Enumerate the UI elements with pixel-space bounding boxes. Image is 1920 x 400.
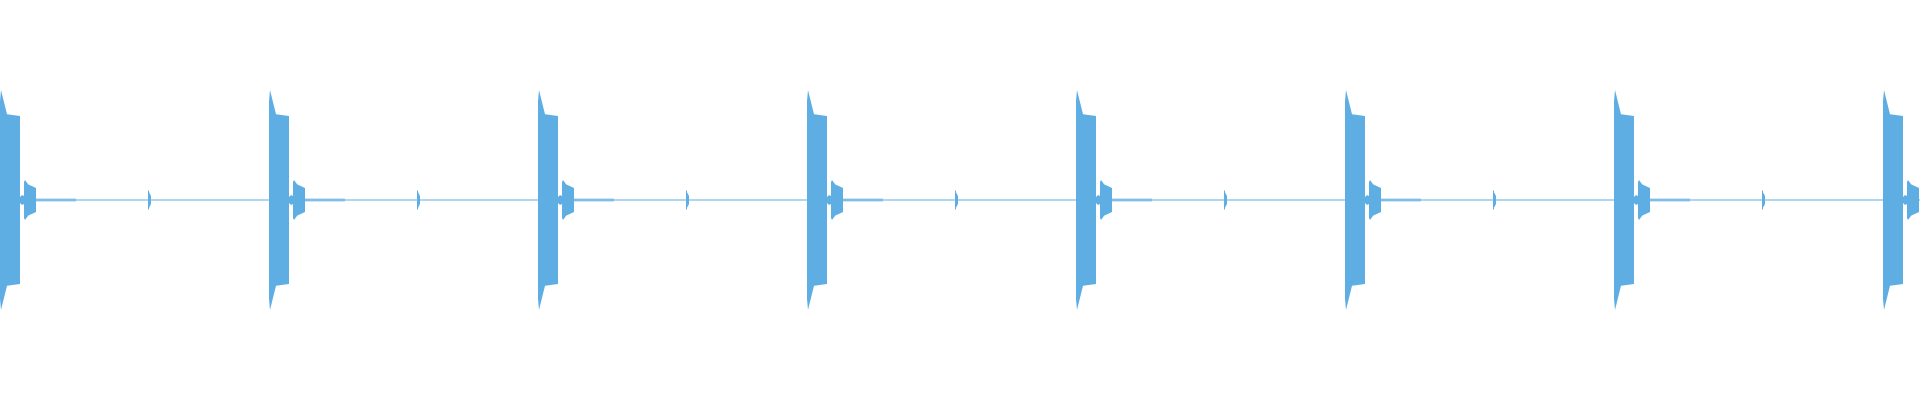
waveform-tail <box>24 180 36 220</box>
waveform-hit <box>1076 90 1096 310</box>
waveform-tail <box>562 180 574 220</box>
waveform-hit <box>1345 90 1365 310</box>
waveform-noise <box>1650 198 1690 202</box>
waveform-tail <box>1907 180 1919 220</box>
waveform-hit <box>1883 90 1903 310</box>
waveform-noise <box>843 198 883 202</box>
waveform-tick <box>1493 190 1496 210</box>
waveform-noise <box>36 198 76 202</box>
waveform-tick <box>148 190 151 210</box>
waveform-tail <box>1100 180 1112 220</box>
waveform-hit <box>1614 90 1634 310</box>
waveform-tick <box>955 190 958 210</box>
waveform-noise <box>305 198 345 202</box>
waveform-noise <box>1112 198 1152 202</box>
waveform-noise <box>1381 198 1421 202</box>
waveform-tail <box>1638 180 1650 220</box>
waveform-tick <box>1224 190 1227 210</box>
waveform-tick <box>1762 190 1765 210</box>
waveform-hit <box>538 90 558 310</box>
waveform-bursts <box>0 90 1919 310</box>
waveform-hit <box>0 90 20 310</box>
waveform-tick <box>686 190 689 210</box>
waveform-noise <box>574 198 614 202</box>
waveform-hit <box>807 90 827 310</box>
waveform-tail <box>293 180 305 220</box>
waveform-hit <box>269 90 289 310</box>
waveform-tail <box>831 180 843 220</box>
waveform-tick <box>417 190 420 210</box>
waveform-tail <box>1369 180 1381 220</box>
